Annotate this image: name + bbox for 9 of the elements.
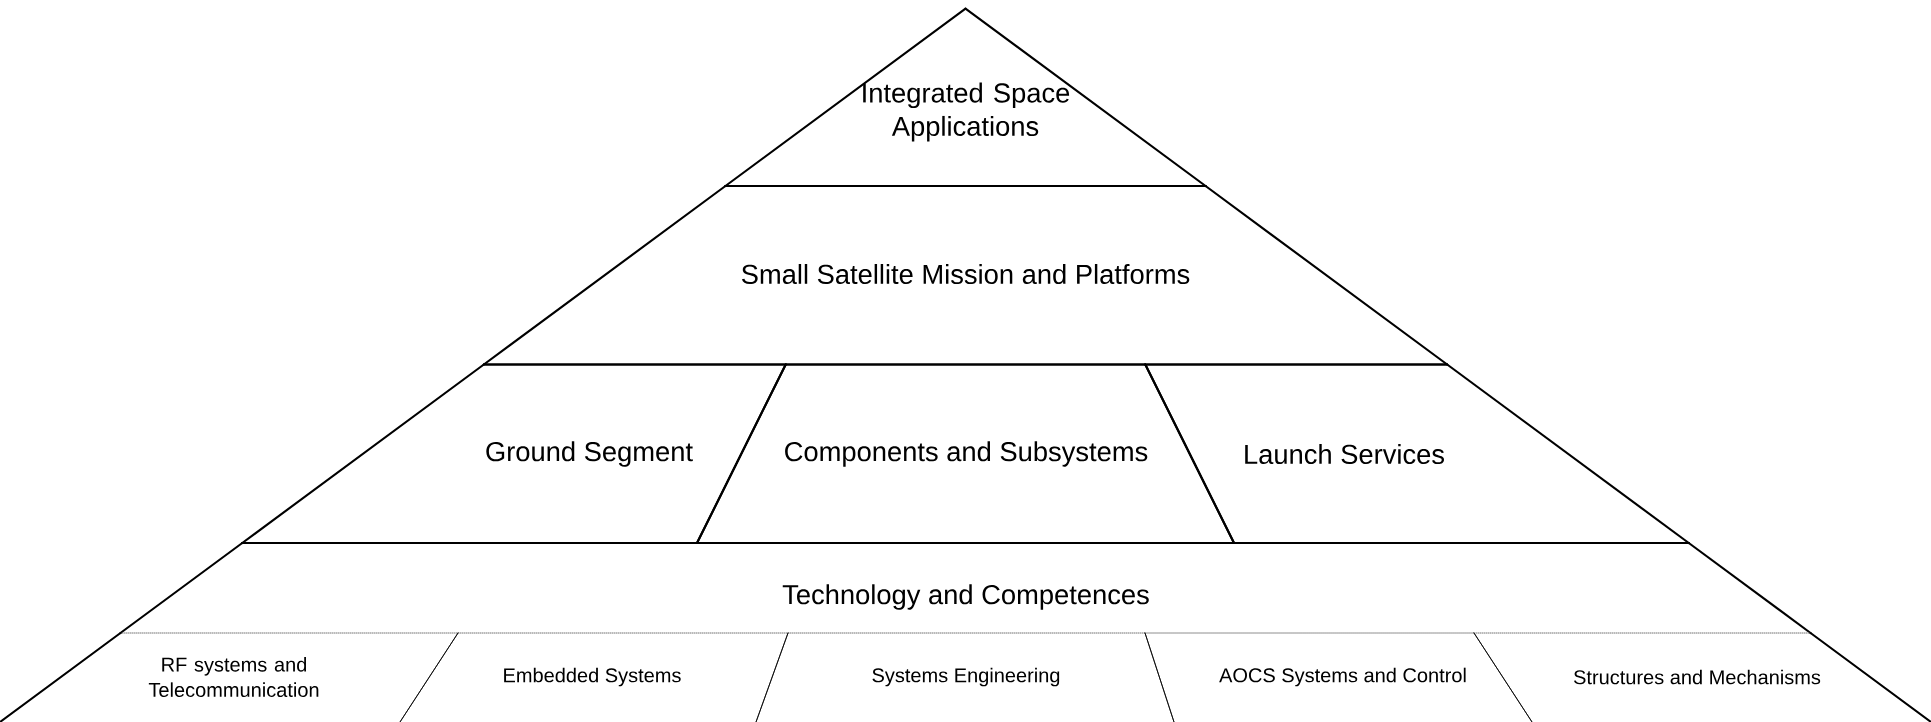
- pyramid-section: RF systems and Telecommunication: [0, 631, 459, 722]
- pyramid-section: Embedded Systems: [399, 632, 789, 722]
- pyramid-section: Integrated Space Applications: [724, 7, 1207, 188]
- pyramid-section: Small Satellite Mission and Platforms: [482, 184, 1449, 366]
- pyramid-section: AOCS Systems and Control: [1144, 632, 1533, 722]
- pyramid-section: Components and Subsystems: [695, 363, 1236, 545]
- pyramid-section: Technology and Competences: [119, 541, 1812, 635]
- pyramid-section: Structures and Mechanisms: [1473, 631, 1931, 722]
- pyramid-section: Systems Engineering: [755, 632, 1175, 722]
